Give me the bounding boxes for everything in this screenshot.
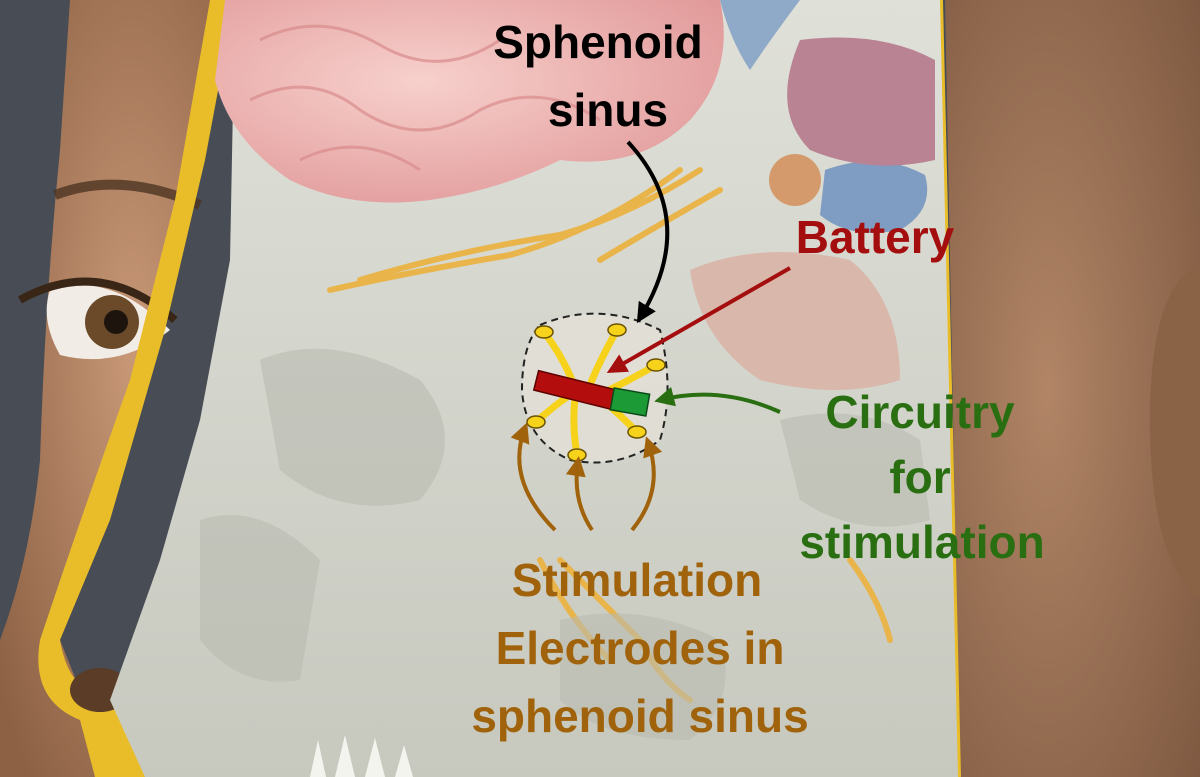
label-sphenoid-line-2: sinus: [548, 84, 668, 136]
gland: [769, 154, 821, 206]
electrode: [608, 324, 626, 336]
electrode: [647, 359, 665, 371]
label-battery: Battery: [796, 211, 955, 263]
mauve-structure: [787, 38, 935, 166]
electrode: [535, 326, 553, 338]
label-electrodes-line-3: sphenoid sinus: [471, 690, 808, 742]
label-sphenoid-line-1: Sphenoid: [493, 16, 703, 68]
label-electrodes-line-1: Stimulation: [512, 554, 762, 606]
electrode: [527, 416, 545, 428]
label-circuitry-line-2: for: [889, 451, 950, 503]
label-electrodes-line-2: Electrodes in: [496, 622, 785, 674]
electrode: [568, 449, 586, 461]
electrode: [628, 426, 646, 438]
label-circuitry-line-3: stimulation: [799, 516, 1044, 568]
label-electrodes: Stimulation Electrodes in sphenoid sinus: [471, 554, 808, 742]
label-battery-line-1: Battery: [796, 211, 955, 263]
label-circuitry-line-1: Circuitry: [825, 386, 1015, 438]
